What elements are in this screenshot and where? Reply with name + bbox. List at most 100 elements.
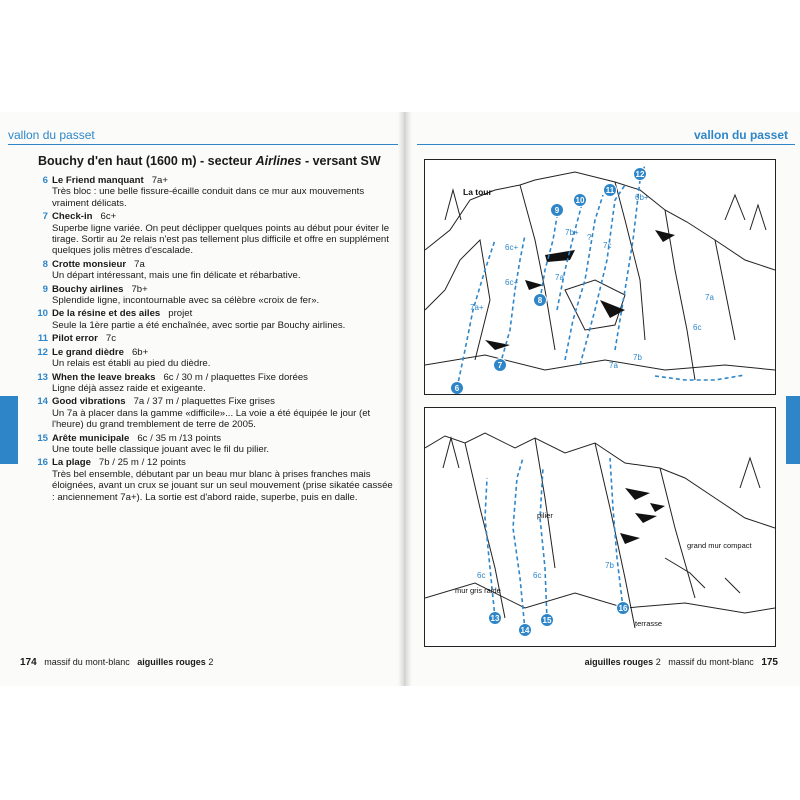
grade-label: 7b — [633, 353, 642, 362]
grade-label: 7a — [555, 273, 564, 282]
grade-label: 7c — [603, 241, 611, 250]
svg-text:9: 9 — [555, 206, 560, 215]
route-description: Très bloc : une belle fissure-écaille co… — [52, 186, 365, 209]
route-marker: 14 — [518, 623, 532, 637]
svg-text:7: 7 — [498, 361, 503, 370]
grade-label: 6c — [533, 571, 541, 580]
grade-label: 6c+ — [505, 278, 518, 287]
header-rule — [417, 144, 795, 145]
route-number: 6 — [42, 175, 48, 186]
route-marker: 9 — [550, 203, 564, 217]
route-number: 12 — [37, 346, 48, 358]
grade-label: 6c+ — [505, 243, 518, 252]
route-number: 14 — [37, 396, 48, 408]
route-grade: 6b+ — [131, 346, 149, 358]
route-number: 16 — [37, 457, 48, 469]
route-name: Le Friend manquant — [52, 175, 144, 186]
route-name: La plage — [52, 457, 91, 469]
grade-label: 6c — [693, 323, 701, 332]
footer-right: aiguilles rouges 2 massif du mont-blanc … — [585, 657, 778, 668]
grade-label: 7a — [705, 293, 714, 302]
route-description: Un 7a à placer dans la gamme «difficile»… — [52, 407, 371, 431]
route-number: 13 — [37, 371, 48, 383]
header-rule — [8, 144, 398, 145]
route-entry: 6 Le Friend manquant 7a+Très bloc : une be… — [34, 175, 394, 209]
route-name: Crotte monsieur — [52, 258, 127, 270]
route-entry: 7 Check-in 6c+Superbe ligne variée. On peu… — [34, 211, 394, 257]
svg-text:6: 6 — [455, 384, 460, 393]
rock-outline — [425, 171, 775, 381]
route-number: 7 — [42, 211, 48, 223]
grade-label: 6b+ — [635, 193, 649, 202]
topo-2-drawing: pilier grand mur compact mur gris raide ter… — [425, 432, 775, 637]
grade-label: 6c — [477, 571, 485, 580]
book-gutter — [398, 112, 412, 686]
route-grade: 6c+ — [100, 211, 117, 223]
route-marker: 10 — [573, 193, 587, 207]
route-name: Check-in — [52, 211, 93, 223]
route-marker: 16 — [616, 601, 630, 615]
route-grade: 7b+ — [131, 283, 148, 295]
footer-volume: 2 — [655, 657, 661, 667]
route-grade: 7a — [134, 258, 145, 270]
route-number: 15 — [37, 432, 48, 444]
route-grade: 7b / 25 m / 12 points — [98, 457, 186, 469]
route-grade: 7a / 37 m / plaquettes Fixe grises — [133, 396, 275, 408]
feature-label: grand mur compact — [687, 541, 753, 550]
svg-text:10: 10 — [576, 196, 585, 205]
route-name: Bouchy airlines — [52, 283, 124, 295]
route-number: 9 — [42, 283, 48, 295]
route-description: Superbe ligne variée. On peut déclipper … — [52, 222, 390, 257]
route-name: Good vibrations — [52, 396, 126, 408]
grade-label: 7b — [605, 561, 614, 570]
route-entry: 14 Good vibrations 7a / 37 m / plaquettes … — [34, 396, 394, 430]
svg-text:12: 12 — [636, 170, 645, 179]
route-name: When the leave breaks — [52, 371, 156, 383]
thumb-tab — [786, 396, 800, 464]
feature-label: pilier — [537, 511, 553, 520]
route-lines — [456, 164, 746, 389]
route-description: Un relais est établi au pied du dièdre. — [52, 358, 211, 370]
feature-label: mur gris raide — [455, 586, 501, 595]
route-number: 8 — [42, 258, 48, 270]
route-entry: 9 Bouchy airlines 7b+Splendide ligne, inco… — [34, 284, 394, 307]
svg-text:16: 16 — [619, 604, 628, 613]
route-marker: 7 — [493, 358, 507, 372]
topo-1-drawing: La tour67891011127a+6c+6c+7a7b+?7c6b+7a6… — [425, 164, 775, 394]
route-marker: 12 — [633, 167, 647, 181]
route-list: 6 Le Friend manquant 7a+Très bloc : une be… — [34, 175, 394, 505]
route-number: 11 — [37, 333, 48, 345]
route-grade: 7c — [105, 333, 116, 345]
route-name: De la résine et des ailes — [52, 308, 161, 320]
thumb-tab — [0, 396, 18, 464]
route-grade: 7a+ — [151, 175, 168, 186]
route-grade: 6c / 30 m / plaquettes Fixe dorées — [163, 371, 308, 383]
rock-outline — [425, 432, 775, 629]
route-marker: 8 — [533, 293, 547, 307]
route-description: Un départ intéressant, mais une fin déli… — [52, 270, 301, 282]
route-name: Arête municipale — [52, 432, 130, 444]
svg-text:11: 11 — [606, 186, 615, 195]
wall-label: La tour — [463, 187, 492, 197]
route-grade: projet — [168, 308, 193, 320]
route-description: Seule la 1ère partie a été enchaînée, av… — [52, 319, 346, 331]
route-entry: 13 When the leave breaks 6c / 30 m / plaqu… — [34, 372, 394, 395]
footer-area: aiguilles rouges — [137, 657, 206, 667]
topo-diagram-2: pilier grand mur compact mur gris raide ter… — [424, 407, 776, 647]
route-number: 10 — [37, 308, 48, 320]
section-header: vallon du passet — [693, 128, 788, 142]
svg-text:14: 14 — [521, 626, 530, 635]
grade-label: 7a+ — [470, 303, 484, 312]
feature-label: terrasse — [635, 619, 662, 628]
route-marker: 6 — [450, 381, 464, 394]
route-description: Une toute belle classique jouant avec le… — [52, 443, 270, 455]
route-marker: 13 — [488, 611, 502, 625]
route-description: Splendide ligne, incontournable avec sa … — [52, 295, 320, 307]
